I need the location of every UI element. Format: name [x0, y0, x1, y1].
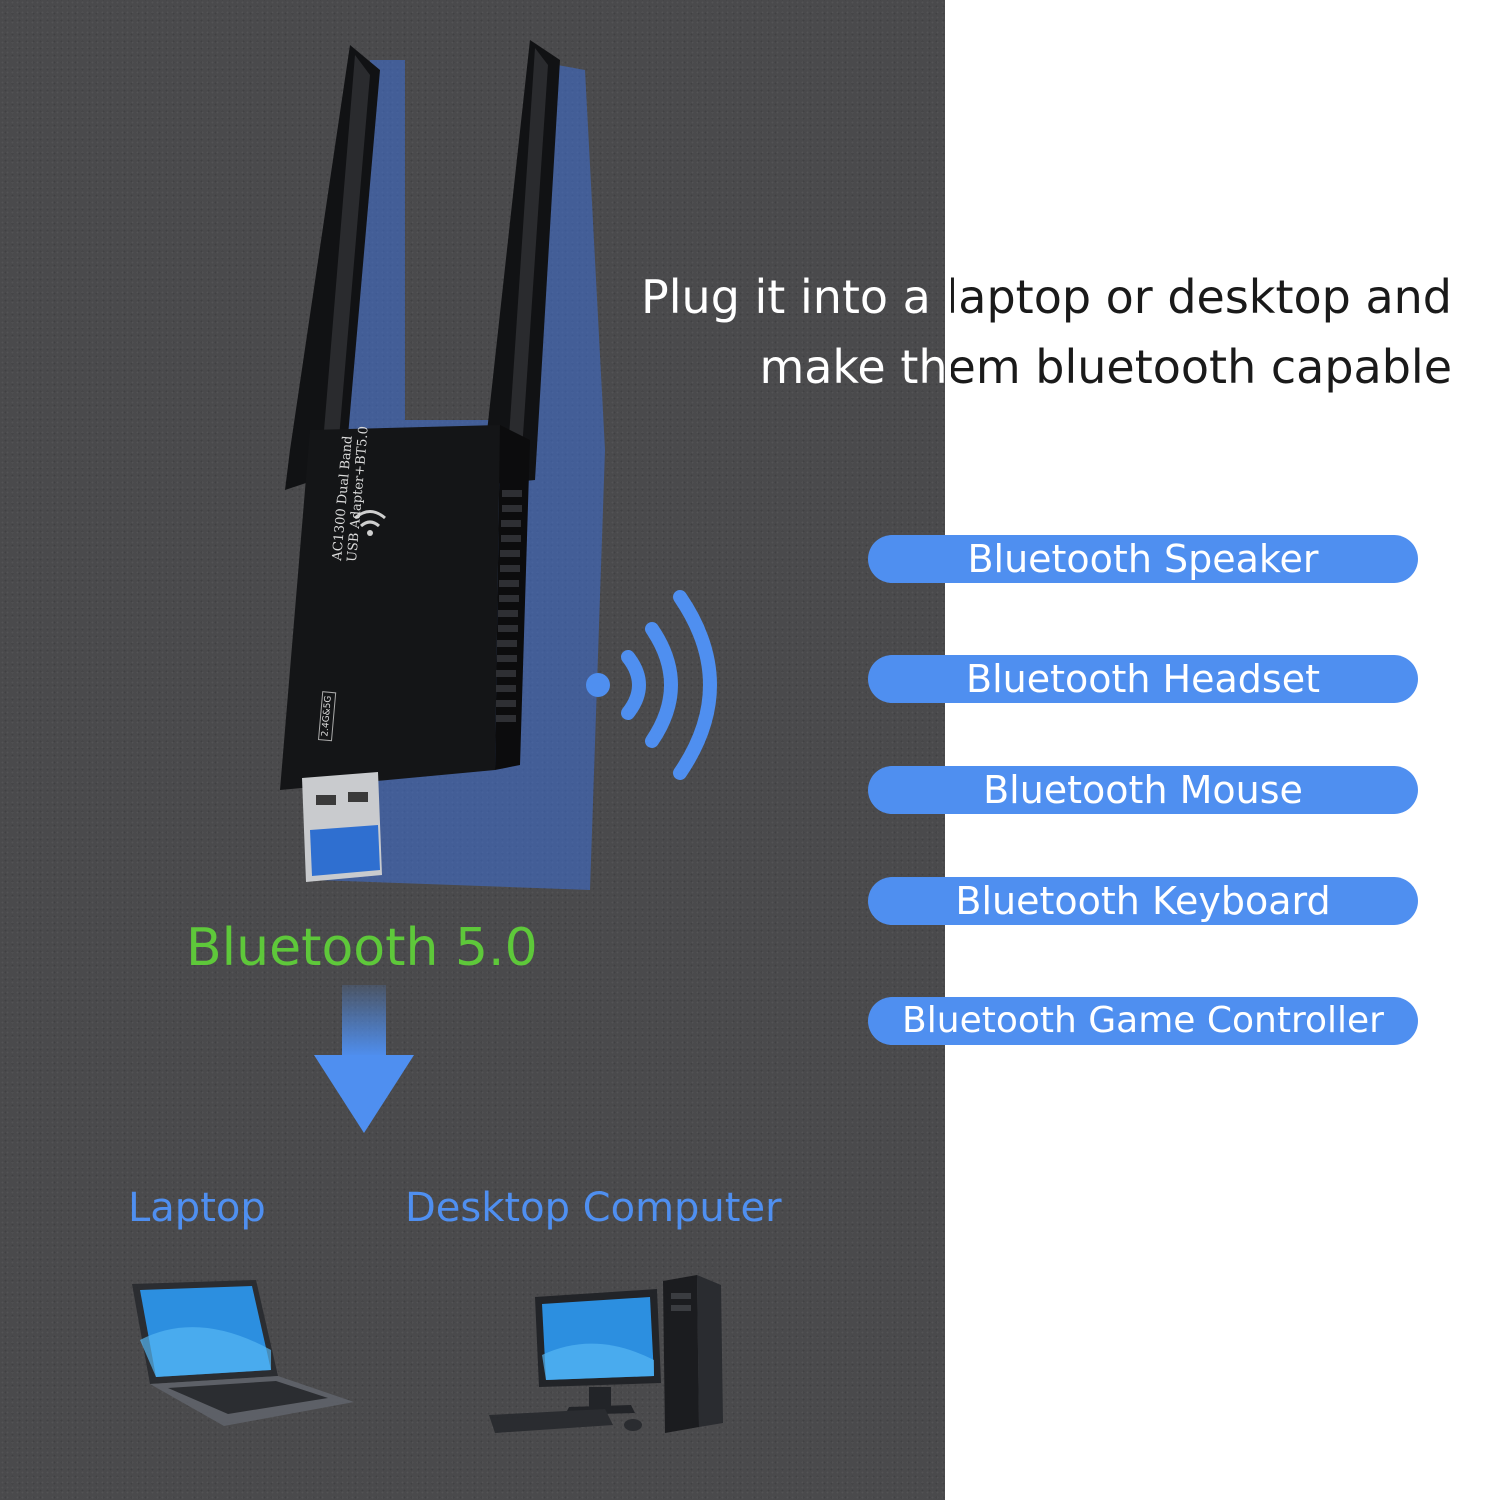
- device-pill-label: Bluetooth Game Controller: [902, 1000, 1384, 1041]
- desktop-computer-image: [489, 1275, 723, 1433]
- desktop-label: Desktop Computer: [405, 1185, 782, 1231]
- device-pill-headset: Bluetooth Headset: [868, 655, 1418, 703]
- device-pill-game-controller: Bluetooth Game Controller: [868, 997, 1418, 1045]
- headline-dark-line-1: Plug it into a laptop or desktop and: [641, 270, 1452, 324]
- device-pill-speaker: Bluetooth Speaker: [868, 535, 1418, 583]
- device-pill-mouse: Bluetooth Mouse: [868, 766, 1418, 814]
- arrow-down-icon: [314, 985, 414, 1133]
- adapter-badge-text: 2.4G&5G: [320, 695, 334, 738]
- device-pill-label: Bluetooth Mouse: [983, 768, 1303, 812]
- headline-dark-line-2: make them bluetooth capable: [759, 340, 1452, 394]
- wireless-signal-icon: [586, 590, 717, 780]
- laptop-label: Laptop: [128, 1185, 266, 1231]
- bluetooth-version-label: Bluetooth 5.0: [186, 918, 538, 978]
- usb-adapter-image: [280, 40, 605, 890]
- device-pill-label: Bluetooth Headset: [966, 657, 1320, 701]
- headline-line-2: make them bluetooth capable: [759, 340, 1452, 394]
- headline-dark-overlay: Plug it into a laptop or desktop and mak…: [641, 262, 1452, 402]
- device-pill-label: Bluetooth Keyboard: [955, 879, 1331, 923]
- headline: Plug it into a laptop or desktop and mak…: [552, 262, 1452, 402]
- device-pill-label: Bluetooth Speaker: [967, 537, 1319, 581]
- headline-line-1: Plug it into a laptop or desktop and: [641, 270, 1452, 324]
- laptop-image: [132, 1280, 354, 1426]
- device-pill-keyboard: Bluetooth Keyboard: [868, 877, 1418, 925]
